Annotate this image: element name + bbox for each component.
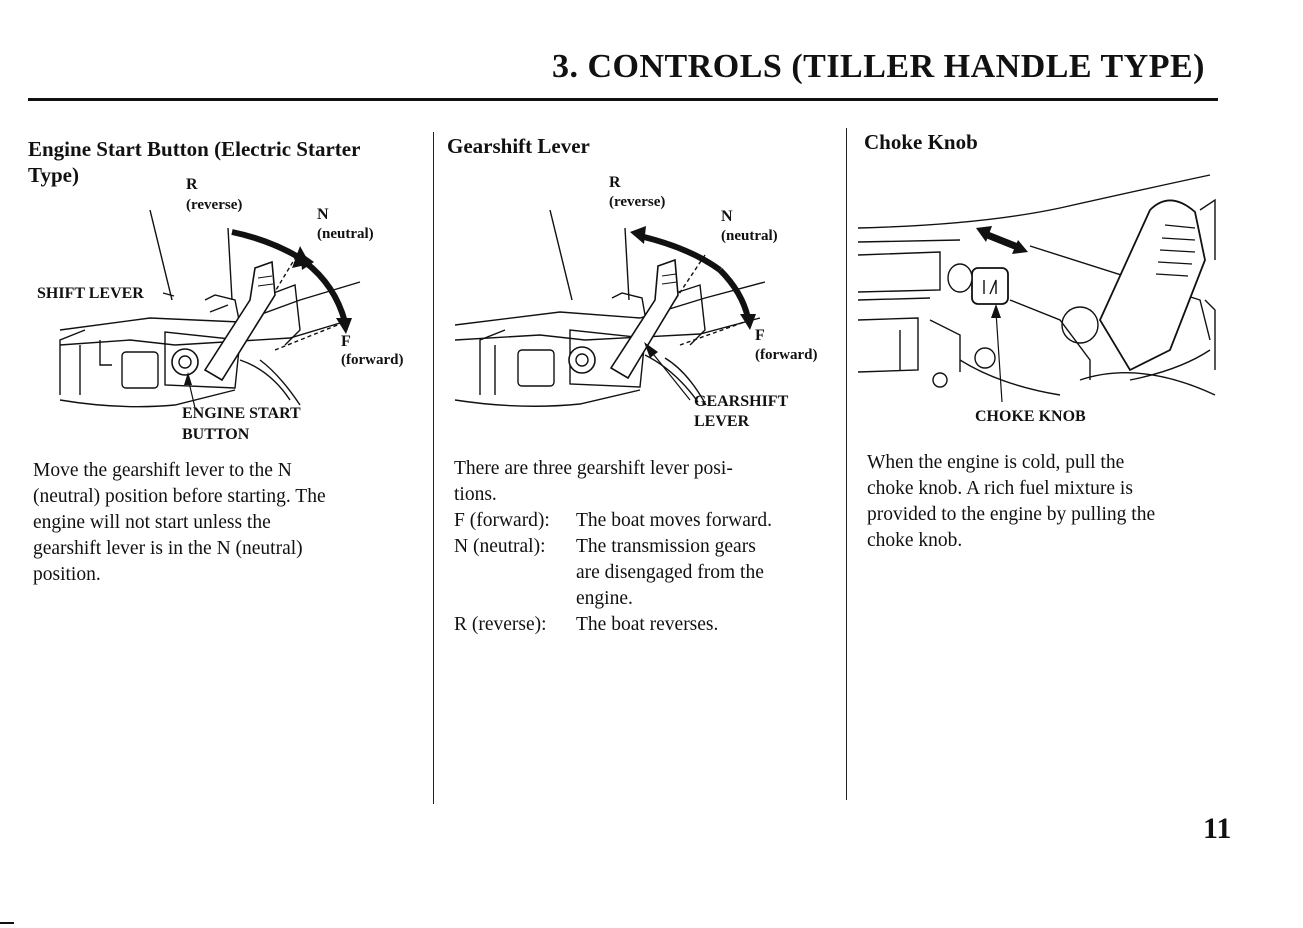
position-neutral: N (neutral): The transmission gears are … xyxy=(454,534,842,612)
gear-neutral-letter: N xyxy=(721,208,733,225)
choke-knob-label: CHOKE KNOB xyxy=(975,408,1086,425)
choke-knob-heading: Choke Knob xyxy=(864,130,978,154)
text-line: (neutral) position before starting. The xyxy=(33,486,326,507)
forward-label: (forward) xyxy=(341,352,404,368)
position-desc: The transmission gears xyxy=(576,536,756,557)
heading-line: Engine Start Button (Electric Starter xyxy=(28,137,361,161)
position-key: N (neutral): xyxy=(454,536,546,557)
heading-line: Type) xyxy=(28,163,79,187)
neutral-label: (neutral) xyxy=(317,226,374,242)
engine-start-illustration xyxy=(0,0,440,460)
text-line: engine will not start unless the xyxy=(33,512,271,533)
position-desc: The boat reverses. xyxy=(576,614,719,635)
text-line: There are three gearshift lever posi- xyxy=(454,458,733,479)
lever-label: LEVER xyxy=(694,413,750,430)
text-line: choke knob. xyxy=(867,530,963,551)
position-key: F (forward): xyxy=(454,510,550,531)
gearshift-description: There are three gearshift lever posi- ti… xyxy=(454,456,842,638)
neutral-label-letter: N xyxy=(317,206,329,223)
engine-start-label: ENGINE START xyxy=(182,405,301,422)
position-key: R (reverse): xyxy=(454,614,547,635)
reverse-label-letter: R xyxy=(186,176,198,193)
position-desc: engine. xyxy=(576,588,633,609)
gearshift-label: GEARSHIFT xyxy=(694,393,789,410)
text-line: choke knob. A rich fuel mixture is xyxy=(867,478,1133,499)
choke-knob-illustration xyxy=(0,0,1230,420)
page-number: 11 xyxy=(1203,812,1232,845)
gear-reverse-label: (reverse) xyxy=(609,194,666,210)
forward-label-letter: F xyxy=(341,333,351,350)
text-line: gearshift lever is in the N (neutral) xyxy=(33,538,303,559)
scan-mark xyxy=(0,922,14,924)
text-line: When the engine is cold, pull the xyxy=(867,452,1125,473)
page-title: 3. CONTROLS (TILLER HANDLE TYPE) xyxy=(552,48,1205,85)
reverse-label: (reverse) xyxy=(186,197,243,213)
position-desc: The boat moves forward. xyxy=(576,510,773,531)
engine-start-description: Move the gearshift lever to the N (neutr… xyxy=(33,458,428,588)
button-label: BUTTON xyxy=(182,426,250,443)
text-line: position. xyxy=(33,564,101,585)
position-reverse: R (reverse): The boat reverses. xyxy=(454,612,842,638)
gear-forward-letter: F xyxy=(755,327,765,344)
text-line: provided to the engine by pulling the xyxy=(867,504,1156,525)
choke-knob-shape xyxy=(972,268,1008,304)
gear-reverse-letter: R xyxy=(609,174,621,191)
gearshift-lever-illustration xyxy=(0,0,860,440)
text-line: Move the gearshift lever to the N xyxy=(33,460,292,481)
position-forward: F (forward): The boat moves forward. xyxy=(454,508,842,534)
position-desc: are disengaged from the xyxy=(576,562,764,583)
choke-knob-description: When the engine is cold, pull the choke … xyxy=(867,450,1227,554)
text-line: tions. xyxy=(454,484,497,505)
gear-forward-label: (forward) xyxy=(755,347,818,363)
header-rule xyxy=(28,98,1218,101)
gear-neutral-label: (neutral) xyxy=(721,228,778,244)
column-divider-left xyxy=(433,132,434,804)
gearshift-lever-heading: Gearshift Lever xyxy=(447,134,590,158)
column-divider-right xyxy=(846,128,847,800)
engine-start-button-heading: Engine Start Button (Electric Starter Ty… xyxy=(28,136,360,188)
shift-lever-label: SHIFT LEVER xyxy=(37,285,144,302)
start-button-shape xyxy=(172,349,198,375)
